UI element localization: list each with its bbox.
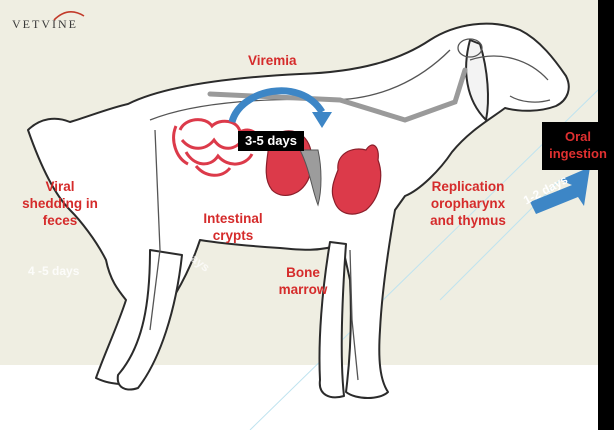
label-bone-line1: Bone — [272, 264, 334, 281]
label-3-5-days: 3-5 days — [238, 131, 304, 151]
label-shedding-line3: feces — [14, 212, 106, 229]
label-bone-line2: marrow — [272, 281, 334, 298]
label-shedding-line1: Viral — [14, 178, 106, 195]
label-oral-line1: Oral — [542, 128, 614, 145]
label-oral-line2: ingestion — [542, 145, 614, 162]
label-shedding-line2: shedding in — [14, 195, 106, 212]
label-intestinal-line1: Intestinal — [194, 210, 272, 227]
label-4-5-days: 4 -5 days — [28, 264, 79, 278]
label-bone-marrow: Bone marrow — [272, 264, 334, 298]
label-viral-shedding: Viral shedding in feces — [14, 178, 106, 229]
black-edge-strip — [598, 0, 614, 430]
label-intestinal-line2: crypts — [194, 227, 272, 244]
label-replication: Replication oropharynx and thymus — [420, 178, 516, 229]
slide: VETVINE — [0, 0, 598, 430]
label-oral-ingestion: Oral ingestion — [542, 122, 614, 170]
label-viremia: Viremia — [248, 52, 297, 69]
label-replication-line3: and thymus — [420, 212, 516, 229]
label-intestinal-crypts: Intestinal crypts — [194, 210, 272, 244]
label-replication-line1: Replication — [420, 178, 516, 195]
label-replication-line2: oropharynx — [420, 195, 516, 212]
